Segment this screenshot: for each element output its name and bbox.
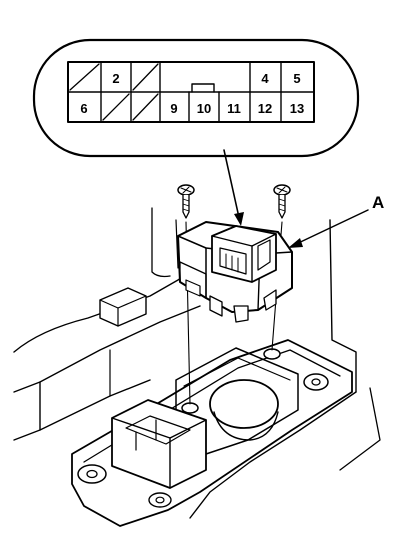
- pin-label-bottom-12: 12: [258, 101, 272, 116]
- pin-label-top-5: 5: [293, 71, 300, 86]
- pin-label-top-4: 4: [261, 71, 269, 86]
- empty-cavity-mark: [132, 63, 159, 91]
- callout-a-label: A: [372, 193, 384, 212]
- pin-label-bottom-13: 13: [290, 101, 304, 116]
- screw-right: [273, 184, 291, 219]
- screw-left: [177, 184, 195, 219]
- pin-labels: 2 4 5 6 9 10 11 12 13: [80, 71, 304, 116]
- callout-leader: [223, 149, 241, 223]
- pin-label-bottom-10: 10: [197, 101, 211, 116]
- lower-socket: [111, 399, 207, 489]
- empty-cavity-mark: [102, 93, 130, 121]
- empty-cavity-mark: [132, 93, 159, 121]
- console-trim: [13, 207, 381, 519]
- empty-cavity-mark: [69, 63, 100, 91]
- callout-a: A: [288, 193, 384, 248]
- pin-label-bottom-11: 11: [227, 101, 241, 116]
- switch-mounting-bezel: [71, 339, 353, 527]
- pin-label-bottom-6: 6: [80, 101, 87, 116]
- connector-face: [67, 61, 315, 123]
- switch-assembly-a: [177, 221, 293, 323]
- connector-pinout-callout: 2 4 5 6 9 10 11 12 13: [32, 38, 360, 226]
- callout-a-arrowhead: [288, 238, 303, 248]
- callout-bubble: [32, 38, 360, 158]
- callout-leader-arrowhead: [234, 212, 244, 226]
- callout-a-leader: [291, 209, 369, 247]
- pin-label-bottom-9: 9: [170, 101, 177, 116]
- pin-label-top-2: 2: [112, 71, 119, 86]
- console-hole: [209, 379, 279, 429]
